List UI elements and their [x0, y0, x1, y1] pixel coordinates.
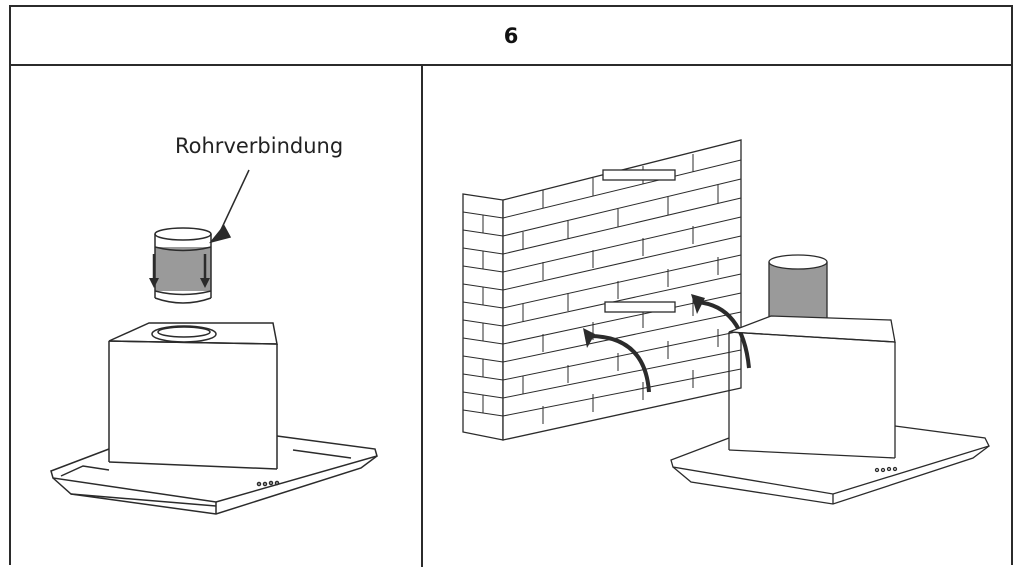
callout-arrow-line: [218, 169, 250, 235]
pipe-connector: [149, 227, 212, 304]
column-divider: [421, 66, 423, 567]
pipe-connection-label: Rohrverbindung: [175, 134, 344, 158]
step-table: 6 Rohrverbindung: [9, 5, 1013, 567]
mounted-hood: [670, 254, 990, 505]
panel-pipe-connection: Rohrverbindung: [11, 66, 421, 567]
hood-chimney: [108, 322, 278, 470]
step-number: 6: [503, 23, 519, 48]
mounting-arrows: [583, 294, 751, 393]
brick-wall: [462, 139, 742, 441]
top-bracket: [602, 169, 676, 181]
step-header: 6: [11, 7, 1011, 66]
wall-mounting-illustration: [462, 139, 990, 505]
hood-canopy: [50, 435, 378, 515]
panel-wall-mounting: [423, 66, 1011, 567]
pipe-connection-illustration: [50, 169, 378, 515]
lower-bracket: [604, 301, 676, 313]
callout-arrow-head: [208, 224, 232, 244]
